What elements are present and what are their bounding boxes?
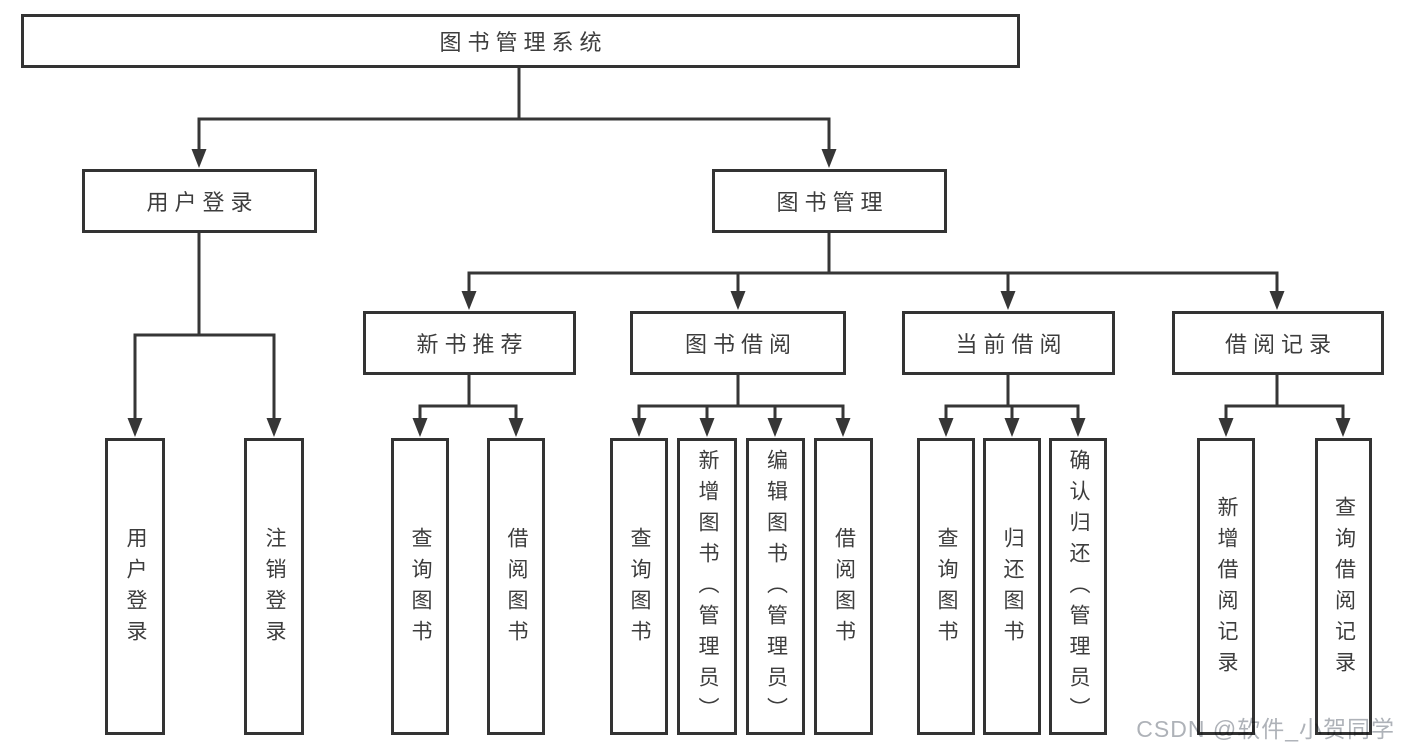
node-book-borrow: 图书借阅 [630, 311, 846, 375]
node-user-login: 用户登录 [82, 169, 317, 233]
leaf-query-books-borrow: 查询图书 [610, 438, 668, 735]
node-borrow-records: 借阅记录 [1172, 311, 1384, 375]
node-current-borrow: 当前借阅 [902, 311, 1115, 375]
leaf-user-login: 用户登录 [105, 438, 165, 735]
node-new-book-recommend: 新书推荐 [363, 311, 576, 375]
leaf-borrow-books: 借阅图书 [814, 438, 873, 735]
leaf-return-book: 归还图书 [983, 438, 1041, 735]
leaf-add-book-admin: 新增图书（管理员） [677, 438, 737, 735]
leaf-logout: 注销登录 [244, 438, 304, 735]
leaf-borrow-books-recommend: 借阅图书 [487, 438, 545, 735]
leaf-add-borrow-record: 新增借阅记录 [1197, 438, 1255, 735]
node-book-management: 图书管理 [712, 169, 947, 233]
leaf-query-borrow-record: 查询借阅记录 [1315, 438, 1372, 735]
node-root: 图书管理系统 [21, 14, 1020, 68]
leaf-query-books-current: 查询图书 [917, 438, 975, 735]
leaf-confirm-return-admin: 确认归还（管理员） [1049, 438, 1107, 735]
leaf-edit-book-admin: 编辑图书（管理员） [746, 438, 805, 735]
leaf-query-books-recommend: 查询图书 [391, 438, 449, 735]
